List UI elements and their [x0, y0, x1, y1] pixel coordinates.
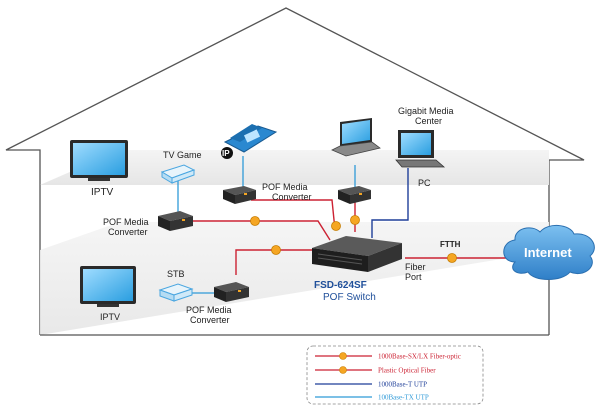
tv-icon [80, 266, 136, 307]
iptv-bottom-label: IPTV [100, 312, 120, 322]
cable-markers [250, 215, 457, 263]
fiber-port-label-1: Fiber [405, 262, 426, 272]
set-top-box-icon [158, 283, 194, 302]
legend-item: 1000Base-T UTP [315, 381, 427, 389]
pof-cable-left [192, 220, 331, 241]
media-center-label-2: Center [415, 116, 442, 126]
stb-label: STB [167, 269, 185, 279]
pof-mc-left-label-1: POF Media [103, 217, 149, 227]
desktop-pc-icon [395, 130, 446, 168]
pof-switch-icon [312, 236, 402, 272]
pof-cable-bottom [235, 249, 318, 275]
pof-marker [250, 216, 260, 226]
switch-type-label: POF Switch [323, 292, 376, 303]
pof-cable-mid [251, 199, 336, 231]
legend-item: Plastic Optical Fiber [315, 366, 436, 375]
legend: 1000Base-SX/LX Fiber-optic Plastic Optic… [306, 345, 484, 405]
pof-mc-mid-label-2: Converter [272, 192, 312, 202]
game-console-icon [160, 164, 196, 184]
internet-label: Internet [524, 245, 572, 260]
tv-game-label: TV Game [163, 150, 202, 160]
pof-marker [331, 221, 341, 231]
legend-label: 100Base-TX UTP [378, 394, 429, 402]
tv-icon [70, 140, 128, 181]
fiber-marker [447, 253, 457, 263]
pof-marker [271, 245, 281, 255]
ip-badge: IP [221, 147, 233, 159]
legend-item: 1000Base-SX/LX Fiber-optic [315, 352, 461, 361]
switch-model-label: FSD-624SF [314, 280, 367, 291]
pof-marker [350, 215, 360, 225]
legend-label: 1000Base-T UTP [378, 381, 427, 389]
house-outline [5, 7, 585, 336]
pof-mc-bottom-label-1: POF Media [186, 305, 232, 315]
media-converter-icon [158, 211, 193, 231]
legend-label: Plastic Optical Fiber [378, 367, 436, 375]
media-converter-icon [214, 282, 249, 302]
cables [177, 156, 515, 294]
ftth-label: FTTH [440, 240, 461, 249]
media-converter-icon [223, 186, 256, 204]
pof-mc-left-label-2: Converter [108, 227, 148, 237]
iptv-top-label: IPTV [91, 187, 114, 198]
legend-item: 100Base-TX UTP [315, 394, 429, 402]
ip-phone-icon [223, 124, 278, 153]
internet-cloud-icon: Internet [503, 225, 595, 280]
svg-text:IP: IP [222, 149, 230, 158]
laptop-icon [331, 118, 381, 157]
media-converter-icon [338, 186, 371, 204]
utp1000-cable [371, 168, 409, 238]
legend-label: 1000Base-SX/LX Fiber-optic [378, 353, 461, 361]
pof-mc-bottom-label-2: Converter [190, 315, 230, 325]
fiber-port-label-2: Port [405, 272, 422, 282]
pc-label: PC [418, 178, 431, 188]
media-center-label-1: Gigabit Media [398, 106, 454, 116]
pof-mc-mid-label-1: POF Media [262, 182, 308, 192]
